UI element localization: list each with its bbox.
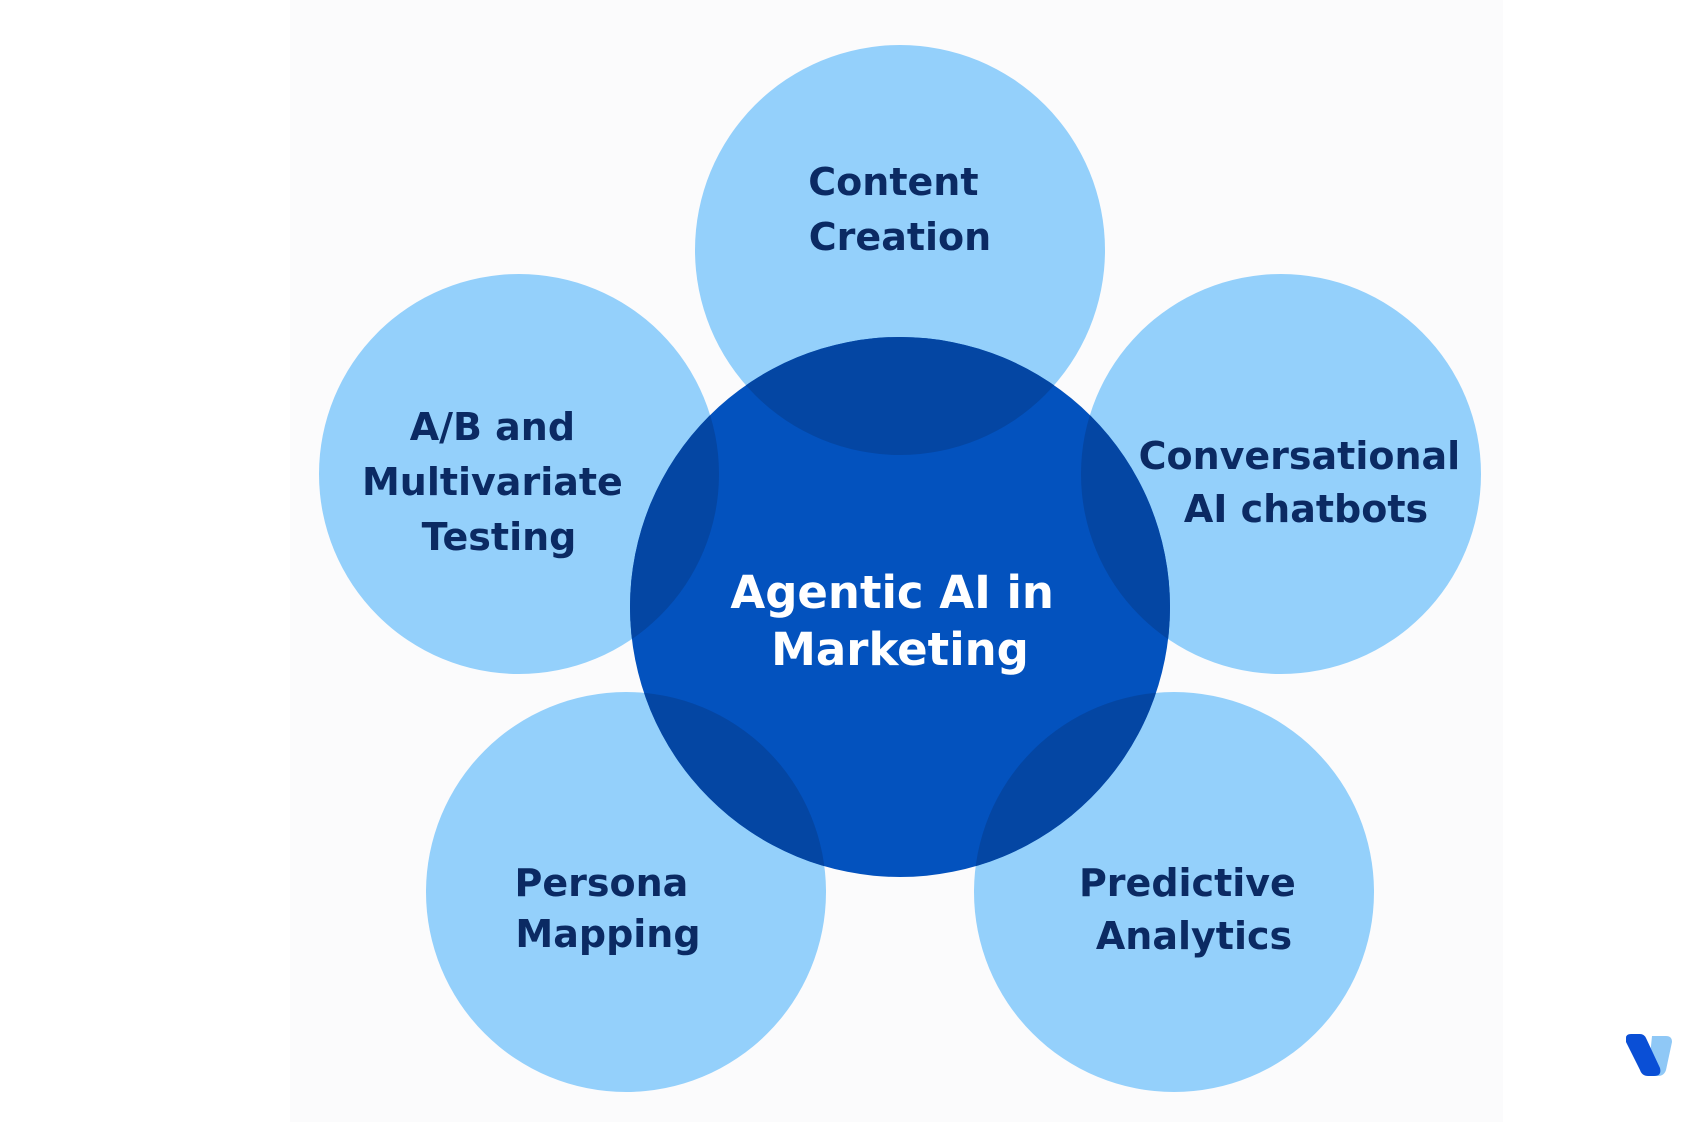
content-creation-label: Content Creation <box>808 160 991 259</box>
logo-dark-stroke <box>1626 1034 1661 1076</box>
content-creation-line2: Creation <box>809 215 991 259</box>
brand-logo-icon <box>1626 1034 1672 1076</box>
predictive-analytics-line1: Predictive <box>1079 861 1296 905</box>
overlap-persona-mapping <box>630 692 826 877</box>
center-hub <box>630 337 1170 877</box>
persona-mapping-line1: Persona <box>514 861 688 905</box>
center-label-line2: Marketing <box>771 623 1029 676</box>
content-creation-line1: Content <box>808 160 978 204</box>
predictive-analytics-label: Predictive Analytics <box>1079 861 1309 958</box>
petal-ab-testing <box>319 274 719 674</box>
overlap-predictive-analytics <box>974 692 1170 877</box>
petal-content-creation <box>695 45 1105 455</box>
chatbots-line1: Conversational <box>1139 434 1461 478</box>
predictive-analytics-line2: Analytics <box>1096 914 1292 958</box>
chatbots-label: Conversational AI chatbots <box>1139 434 1474 531</box>
persona-mapping-line2: Mapping <box>515 912 700 956</box>
center-label: Agentic AI in Marketing <box>730 566 1069 676</box>
center-label-line1: Agentic AI in <box>730 566 1054 619</box>
petal-chatbots <box>1081 274 1481 674</box>
ab-testing-line1: A/B and <box>410 405 575 449</box>
persona-mapping-label: Persona Mapping <box>514 861 701 956</box>
chatbots-line2: AI chatbots <box>1184 487 1428 531</box>
ab-testing-label: A/B and Multivariate Testing <box>362 405 636 559</box>
ab-testing-line3: Testing <box>422 515 577 559</box>
ab-testing-line2: Multivariate <box>362 460 623 504</box>
